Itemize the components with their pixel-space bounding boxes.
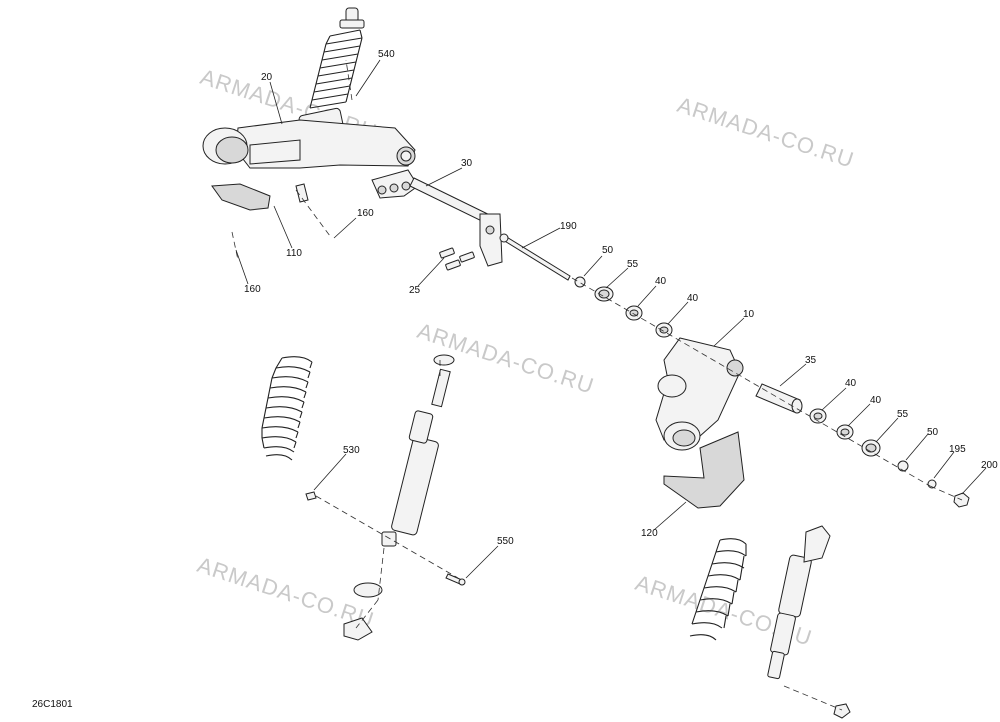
leader-lines xyxy=(235,59,987,579)
callout-530: 530 xyxy=(343,445,360,456)
callout-160-upper: 160 xyxy=(357,208,374,219)
callout-25: 25 xyxy=(409,285,421,296)
callout-550: 550 xyxy=(497,536,514,547)
callout-120: 120 xyxy=(641,528,658,539)
assembly-lines xyxy=(231,59,963,711)
shock-absorber xyxy=(305,354,466,641)
guard xyxy=(663,431,745,509)
callout-55-rear: 55 xyxy=(897,409,909,420)
reference-code: 26C1801 xyxy=(32,699,73,710)
callout-20: 20 xyxy=(261,72,273,83)
callout-30: 30 xyxy=(461,158,473,169)
callout-10: 10 xyxy=(743,309,755,320)
a-arm xyxy=(202,119,416,211)
callout-200: 200 xyxy=(981,460,998,471)
callout-55-front: 55 xyxy=(627,259,639,270)
callout-160-lower: 160 xyxy=(244,284,261,295)
callout-35: 35 xyxy=(805,355,817,366)
bushing-stack-rear xyxy=(755,383,970,508)
callout-50-front: 50 xyxy=(602,245,614,256)
callout-40-b: 40 xyxy=(687,293,699,304)
callout-540: 540 xyxy=(378,49,395,60)
callout-40-a: 40 xyxy=(655,276,667,287)
callout-190: 190 xyxy=(560,221,577,232)
callout-40-d: 40 xyxy=(870,395,882,406)
rear-spring-shock xyxy=(689,525,851,719)
callout-110: 110 xyxy=(286,248,302,259)
bolts xyxy=(439,247,475,271)
callout-50-rear: 50 xyxy=(927,427,939,438)
callout-40-c: 40 xyxy=(845,378,857,389)
spring xyxy=(261,356,313,461)
callout-195: 195 xyxy=(949,444,966,455)
long-bolt xyxy=(499,233,571,281)
knuckle xyxy=(655,337,744,451)
sway-bar xyxy=(371,169,503,267)
